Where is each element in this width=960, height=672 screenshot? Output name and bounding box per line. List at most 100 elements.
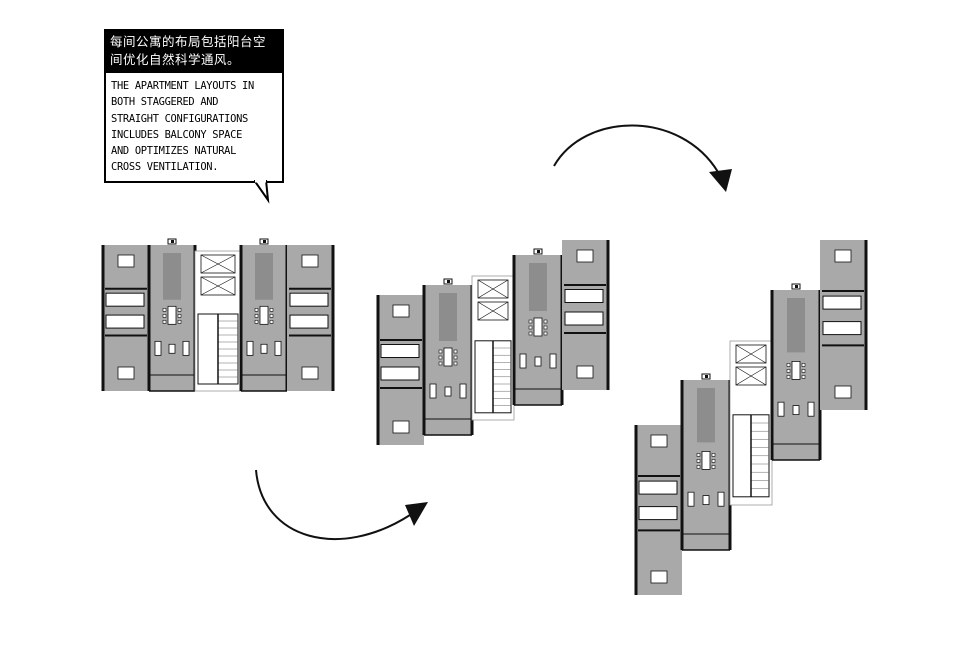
chair <box>528 325 533 330</box>
callout-body-english: THE APARTMENT LAYOUTS IN BOTH STAGGERED … <box>104 73 284 183</box>
chair <box>696 453 701 457</box>
arrow-straight-to-staggered <box>255 469 411 540</box>
chair <box>696 465 701 469</box>
callout-body-line: INCLUDES BALCONY SPACE <box>111 128 243 141</box>
chair <box>711 453 716 457</box>
elevator-cross <box>735 366 767 386</box>
sofa <box>777 401 785 417</box>
sofa <box>519 353 527 369</box>
room <box>105 292 145 307</box>
chair <box>453 355 458 360</box>
chair <box>543 331 548 336</box>
hall <box>255 253 273 300</box>
chair <box>453 349 458 354</box>
sofa <box>274 340 282 356</box>
bed <box>650 570 668 584</box>
bed <box>117 254 135 268</box>
floor-plan-staggered-large <box>634 240 868 595</box>
coffee-table <box>792 405 800 416</box>
hall <box>697 388 715 443</box>
chair <box>269 308 274 312</box>
chair <box>543 325 548 330</box>
arrowhead-icon <box>709 169 732 192</box>
chair <box>528 319 533 324</box>
chair <box>177 320 182 324</box>
chair <box>254 320 259 324</box>
hall <box>163 253 181 300</box>
chair <box>162 320 167 324</box>
arrowhead-icon <box>405 502 428 526</box>
dining-table <box>259 305 269 325</box>
sofa <box>687 491 695 507</box>
callout-body-line: THE APARTMENT LAYOUTS IN <box>111 80 254 92</box>
arrow-staggered-to-more-staggered <box>553 124 719 173</box>
elevator-cross <box>735 344 767 364</box>
chair <box>801 369 806 373</box>
room <box>564 311 604 326</box>
chair <box>438 361 443 366</box>
room <box>289 292 329 307</box>
chair <box>543 319 548 324</box>
callout-body-line: STRAIGHT CONFIGURATIONS <box>111 112 248 125</box>
bed <box>576 249 594 263</box>
door-marker-fill <box>171 240 174 243</box>
floor-plan-staggered-small <box>376 240 610 445</box>
sofa <box>429 383 437 399</box>
chair <box>269 314 274 318</box>
chair <box>162 314 167 318</box>
elevator-cross <box>477 279 509 299</box>
floor-plan-straight <box>101 238 335 392</box>
door-marker-fill <box>795 285 798 288</box>
chair <box>786 363 791 367</box>
room <box>822 295 862 310</box>
dining-table <box>443 347 453 367</box>
room <box>638 506 678 521</box>
room <box>289 314 329 329</box>
hall <box>529 263 547 311</box>
chair <box>528 331 533 336</box>
chair <box>162 308 167 312</box>
sofa <box>459 383 467 399</box>
chair <box>254 314 259 318</box>
sofa <box>182 340 190 356</box>
dining-table <box>791 361 801 380</box>
chair <box>711 465 716 469</box>
sofa <box>154 340 162 356</box>
elevator-cross <box>200 276 236 296</box>
sofa <box>549 353 557 369</box>
elevator-cross <box>200 254 236 274</box>
callout-title-line: 间优化自然科学通风。 <box>110 52 241 67</box>
bed <box>650 434 668 448</box>
door-marker-fill <box>447 280 450 283</box>
chair <box>786 375 791 379</box>
hall <box>787 298 805 353</box>
chair <box>254 308 259 312</box>
room <box>380 366 420 381</box>
coffee-table <box>702 495 710 506</box>
plan-group <box>101 238 335 392</box>
callout-tail <box>254 180 270 204</box>
elevator-cross <box>477 301 509 321</box>
dining-table <box>533 317 543 337</box>
door-marker-fill <box>537 250 540 253</box>
coffee-table <box>168 343 176 354</box>
sofa <box>807 401 815 417</box>
room <box>105 314 145 329</box>
chair <box>269 320 274 324</box>
room <box>638 480 678 495</box>
chair <box>696 459 701 463</box>
callout-body-line: AND OPTIMIZES NATURAL <box>111 145 237 158</box>
chair <box>438 355 443 360</box>
bed <box>834 249 852 263</box>
door-marker-fill <box>705 375 708 378</box>
bed <box>301 366 319 380</box>
chair <box>453 361 458 366</box>
coffee-table <box>260 343 268 354</box>
coffee-table <box>534 356 542 367</box>
callout-body-line: BOTH STAGGERED AND <box>111 96 219 109</box>
chair <box>177 308 182 312</box>
description-callout: 每间公寓的布局包括阳台空 间优化自然科学通风。 THE APARTMENT LA… <box>104 29 284 204</box>
bed <box>392 304 410 318</box>
